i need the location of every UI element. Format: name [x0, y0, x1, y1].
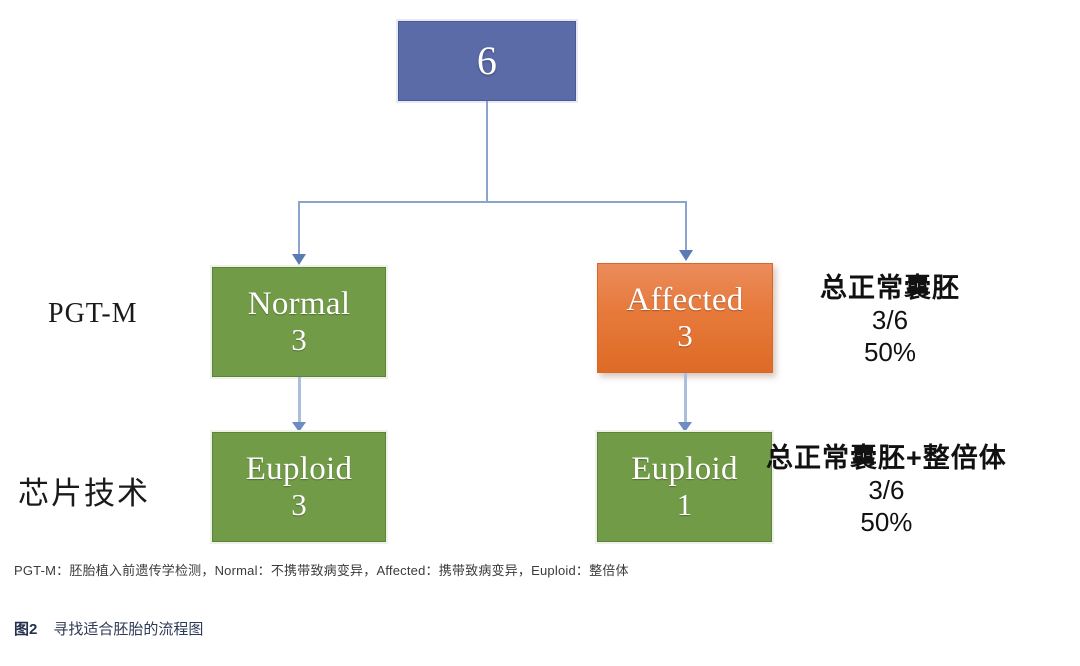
node-euploid-right: Euploid 1 — [597, 432, 772, 542]
node-affected-count: 3 — [677, 318, 693, 354]
connector-affected-to-euploid — [684, 373, 687, 424]
node-euploid-right-count: 1 — [676, 487, 693, 523]
annotation-top-percent: 50% — [863, 336, 917, 367]
figure-caption-number: 图2 — [14, 621, 38, 638]
annotation-top-fraction: 3/6 — [871, 304, 909, 335]
node-normal-title: Normal — [247, 286, 351, 323]
figure-caption-text: 寻找适合胚胎的流程图 — [53, 621, 204, 638]
node-affected-title: Affected — [626, 282, 744, 319]
arrow-down-icon-left-top — [292, 254, 306, 265]
arrow-down-icon-right-mid — [678, 422, 692, 432]
connector-normal-to-euploid — [298, 377, 301, 424]
node-euploid-left-count: 3 — [291, 487, 307, 523]
annotation-total-normal-blastocysts: 总正常囊胚 3/6 50% — [820, 272, 960, 368]
connector-left-vertical — [298, 201, 300, 255]
node-normal: Normal 3 — [212, 267, 386, 377]
stage-label-pgt-m: PGT-M — [48, 298, 138, 329]
node-total-embryos-value: 6 — [476, 38, 498, 83]
figure-caption: 图2 寻找适合胚胎的流程图 — [14, 618, 203, 639]
annotation-bottom-percent: 50% — [860, 506, 913, 537]
arrow-down-icon-left-mid — [292, 422, 306, 432]
node-affected: Affected 3 — [597, 263, 773, 373]
node-euploid-left-title: Euploid — [245, 451, 353, 488]
node-total-embryos: 6 — [398, 21, 576, 101]
annotation-total-normal-plus-euploid: 总正常囊胚+整倍体 3/6 50% — [766, 442, 1007, 538]
connector-root-vertical — [486, 101, 488, 203]
arrow-down-icon-right-top — [679, 250, 693, 261]
annotation-bottom-heading: 总正常囊胚+整倍体 — [766, 443, 1007, 473]
node-euploid-left: Euploid 3 — [212, 432, 386, 542]
node-euploid-right-title: Euploid — [631, 451, 738, 488]
stage-label-chip-technology: 芯片技术 — [18, 476, 150, 511]
annotation-bottom-fraction: 3/6 — [868, 474, 905, 505]
figure-footnote: PGT-M：胚胎植入前遗传学检测，Normal：不携带致病变异，Affected… — [14, 563, 629, 578]
annotation-top-heading: 总正常囊胚 — [820, 273, 960, 303]
connector-branch-horizontal — [298, 201, 687, 203]
node-normal-count: 3 — [291, 322, 307, 358]
connector-right-vertical — [685, 201, 687, 251]
